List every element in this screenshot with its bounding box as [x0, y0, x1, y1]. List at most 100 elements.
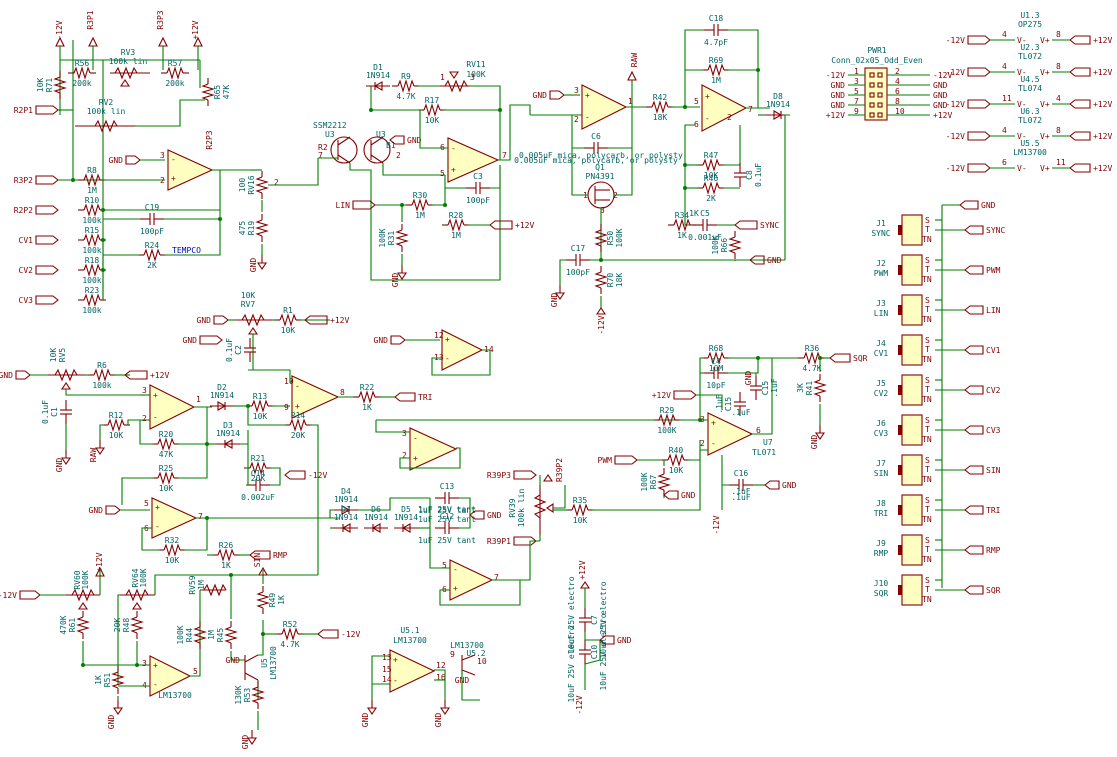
resistor-zigzag: [249, 461, 267, 475]
cap-ref: C17: [571, 244, 586, 253]
resistor-value: 3K: [796, 383, 805, 393]
pwr1-left-label: -12V: [826, 71, 845, 80]
jack-body: [901, 374, 923, 406]
opamp-pin-sign: +: [153, 661, 158, 670]
resistor-value: 470K: [59, 615, 68, 634]
wire: [784, 114, 790, 260]
pot-value: 100K: [81, 570, 90, 589]
rail-label: -12V: [597, 315, 606, 334]
resistor-ref: R25: [159, 464, 174, 473]
resistor-value: 100: [238, 178, 247, 193]
jack-pin: T: [925, 265, 930, 274]
pot-zigzag: [203, 583, 227, 597]
jack-pin: S: [925, 376, 930, 385]
rail-label: +12V: [95, 552, 104, 571]
pin-square: [877, 82, 883, 88]
pin-num-vis: 8: [1056, 126, 1061, 135]
matched-pair-U3: [330, 136, 391, 164]
r34-val: 1K: [689, 209, 699, 218]
pin-num: 2: [142, 414, 147, 423]
diode-D6: [364, 523, 388, 533]
rail-flag: [88, 36, 98, 47]
power-unit-ref: U4.5: [1020, 75, 1039, 84]
rail-label: GND: [810, 435, 819, 450]
u7-val: TL071: [752, 448, 776, 457]
transistor-lead: [370, 136, 384, 146]
resistor-value: 1K: [362, 403, 372, 412]
wire: [584, 639, 601, 665]
jack-sleeve: [898, 345, 902, 355]
wire: [358, 497, 430, 511]
opamp-pin-sign: +: [153, 391, 158, 400]
net-flag: [304, 315, 328, 325]
resistor-zigzag: [53, 76, 67, 94]
opamp-pin-sign: -: [153, 412, 158, 421]
pin-num-vis: 4: [1056, 94, 1061, 103]
net-flag: [1069, 35, 1091, 45]
diode-ref: D5: [401, 505, 411, 514]
net-flag: [829, 353, 851, 363]
resistor-R28: [442, 218, 470, 232]
jack-pin: TN: [922, 515, 932, 524]
jack-body: [901, 534, 923, 566]
rail-pin: V-: [1017, 132, 1027, 141]
resistor-zigzag: [201, 83, 215, 101]
net-flag: [352, 200, 376, 210]
wire: [728, 358, 759, 374]
net-flag: [749, 255, 765, 265]
pin-num: 3: [142, 659, 147, 668]
resistor-zigzag: [397, 79, 415, 93]
net-flag: [1069, 163, 1091, 173]
resistor-R69: [702, 63, 730, 77]
wire: [490, 165, 501, 189]
opamp-body: [409, 427, 458, 471]
cap-ref: C18: [709, 14, 724, 23]
pot-value: 100K: [139, 568, 148, 587]
resistor-value: 100k: [92, 381, 111, 390]
resistor-zigzag: [594, 229, 608, 247]
net-label: -12V: [946, 164, 965, 173]
resistor-R56: [68, 66, 96, 80]
pin-num: 7: [494, 573, 499, 582]
gnd-tri: [60, 457, 72, 465]
wire: [434, 669, 446, 700]
cap-value: 0.1uF: [225, 338, 234, 362]
opamp-buffer: +-: [581, 84, 628, 130]
resistor-value: 100K: [657, 426, 676, 435]
net-label: RMP: [986, 546, 1001, 555]
rail-label: R3P3: [156, 10, 165, 29]
cap-value: 10pF: [706, 381, 725, 390]
q1-ref: Q1: [595, 163, 605, 172]
rail-label: SIN: [253, 553, 262, 568]
opamp-body: [389, 649, 436, 693]
opamp-pin-sign: -: [711, 439, 716, 448]
resistor-zigzag: [651, 100, 669, 114]
junction-dot: [818, 356, 822, 360]
resistor-zigzag: [107, 418, 125, 432]
net-label: GND: [681, 491, 696, 500]
pot-ref: RV64: [131, 568, 140, 587]
net-flag: [394, 392, 416, 402]
resistor-value: 10K: [109, 431, 124, 440]
gnd-tri: [112, 707, 124, 715]
resistor-ref: R30: [413, 191, 428, 200]
net-label: R2P1: [14, 106, 33, 115]
jack-body: [901, 414, 923, 446]
resistor-ref: R9: [401, 72, 411, 81]
opamp-pin-sign: -: [295, 382, 300, 391]
resistor-R44: [193, 621, 207, 649]
wire: [349, 163, 501, 281]
wire: [230, 651, 245, 661]
resistor-zigzag: [707, 351, 725, 365]
jack-name: RMP: [874, 549, 889, 558]
u5-val2: LM13700: [269, 646, 278, 680]
opamp-pin-sign: -: [453, 565, 458, 574]
resistor-value: 1K: [221, 561, 231, 570]
opamp-U7: +-: [707, 412, 754, 456]
resistor-zigzag: [657, 473, 671, 491]
diode-body: [371, 523, 381, 533]
rail-label: -12V: [712, 515, 721, 534]
resistor-ref: R48: [122, 618, 131, 633]
buffer-transistor: [244, 654, 259, 681]
gnd-tri: [246, 737, 258, 745]
